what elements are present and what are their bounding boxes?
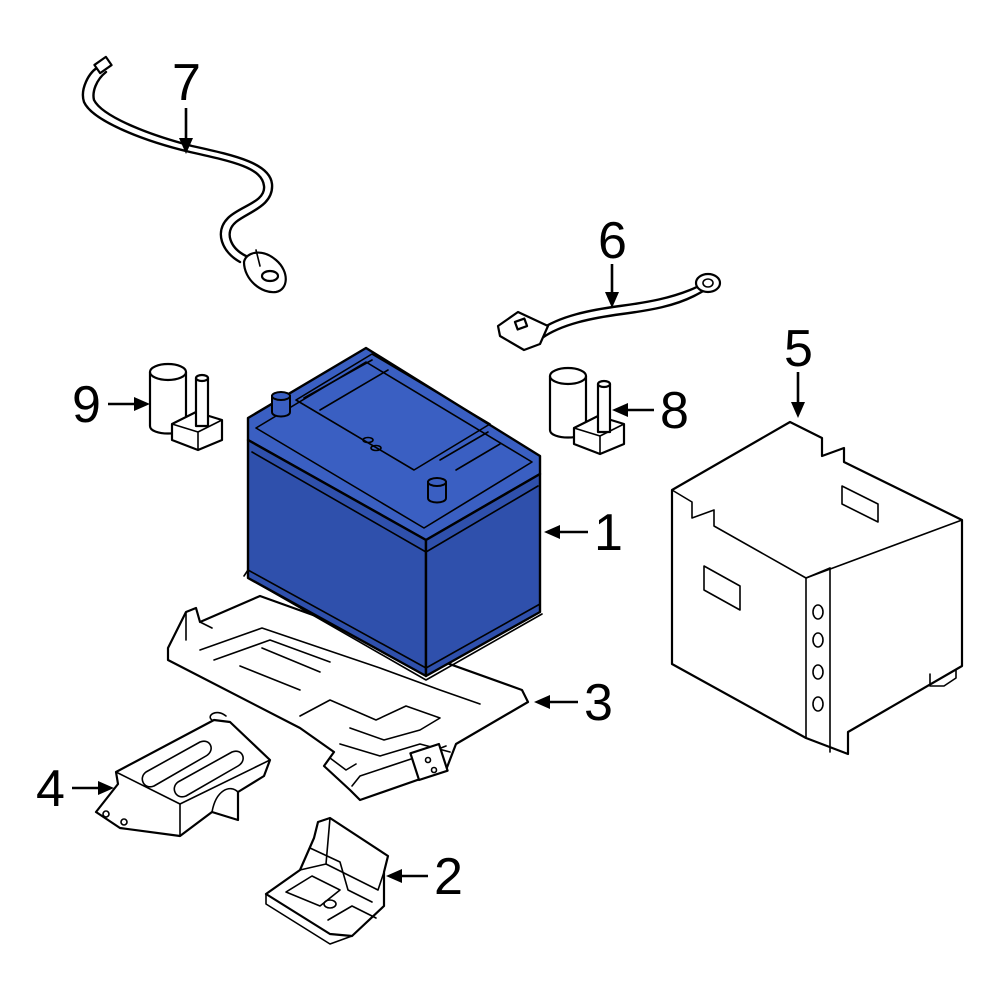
callout-4: 4	[36, 760, 65, 818]
battery-right-face	[424, 472, 542, 678]
callout-8: 8	[660, 382, 689, 440]
battery-cable-7[interactable]	[81, 55, 287, 294]
callout-6: 6	[598, 212, 627, 270]
bracket-2[interactable]	[264, 816, 390, 945]
battery-terminal-left	[271, 395, 291, 418]
battery-cover-5[interactable]	[670, 420, 964, 756]
battery-tray-3[interactable]	[166, 594, 530, 802]
hold-down-bracket-4[interactable]	[94, 711, 272, 838]
callout-2: 2	[434, 848, 463, 906]
battery-1[interactable]	[243, 346, 543, 681]
battery-terminal-9[interactable]	[148, 362, 224, 452]
callout-arrows	[72, 108, 805, 883]
callout-5: 5	[784, 320, 813, 378]
battery-terminal-right	[427, 481, 447, 504]
callout-7: 7	[172, 54, 201, 112]
battery-terminal-8[interactable]	[548, 366, 626, 456]
callout-3: 3	[584, 674, 613, 732]
battery-cable-6[interactable]	[496, 272, 722, 352]
callout-9: 9	[72, 376, 101, 434]
callout-1: 1	[594, 504, 623, 562]
